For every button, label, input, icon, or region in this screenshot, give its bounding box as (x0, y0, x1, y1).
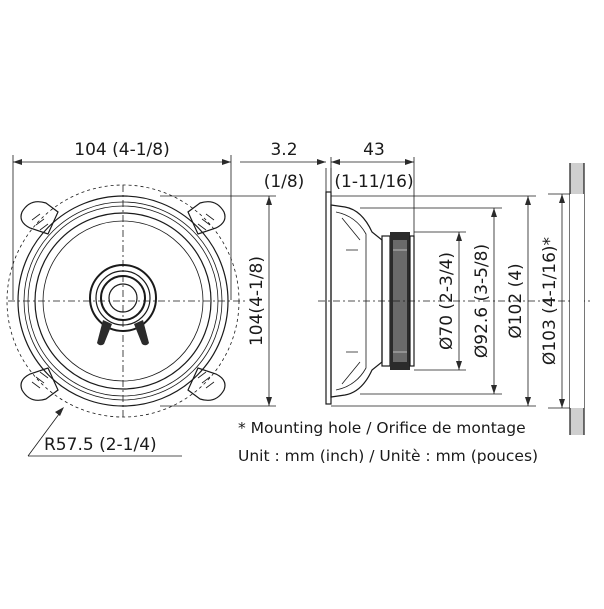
width-dimension: 104 (4-1/8) (12, 140, 232, 300)
height-dimension: 104(4-1/8) (160, 195, 276, 407)
dia-70-label: Ø70 (2-3/4) (437, 252, 457, 350)
depth-label-top: 43 (363, 140, 385, 160)
front-view (6, 184, 246, 420)
mounting-hole-note: * Mounting hole / Orifice de montage (238, 419, 526, 437)
flange-dimension: 3.2 (1/8) (240, 140, 332, 192)
depth-dimension: 43 (1-11/16) (330, 140, 415, 236)
width-label: 104 (4-1/8) (74, 140, 169, 160)
mounting-tab-top-left (20, 201, 59, 235)
side-view (318, 191, 590, 405)
height-label: 104(4-1/8) (247, 256, 267, 346)
flange-label-top: 3.2 (270, 140, 297, 160)
tweeter-terminal-right (134, 320, 149, 346)
mounting-tab-bottom-left (20, 367, 59, 401)
radius-callout: R57.5 (2-1/4) (27, 407, 182, 457)
side-flange (325, 191, 332, 405)
dia-92-dimension: Ø92.6 (3-5/8) (360, 207, 502, 395)
flange-label-bottom: (1/8) (264, 172, 305, 192)
dia-103-label: Ø103 (4-1/16)* (540, 237, 560, 365)
dia-102-dimension: Ø102 (4) (331, 195, 536, 407)
tweeter-ring-2 (100, 275, 146, 321)
mounting-panel (569, 163, 585, 435)
tweeter-terminal-left (97, 320, 112, 346)
dia-92-label: Ø92.6 (3-5/8) (472, 244, 492, 358)
mounting-tab-bottom-right (187, 367, 226, 401)
dia-70-dimension: Ø70 (2-3/4) (414, 231, 466, 371)
dia-102-label: Ø102 (4) (506, 263, 526, 338)
depth-label-bottom: (1-11/16) (334, 172, 413, 192)
mounting-tab-top-right (187, 201, 226, 235)
dia-103-dimension: Ø103 (4-1/16)* (540, 193, 570, 409)
units-note: Unit : mm (inch) / Unitè : mm (pouces) (238, 447, 538, 465)
radius-label: R57.5 (2-1/4) (44, 435, 157, 455)
